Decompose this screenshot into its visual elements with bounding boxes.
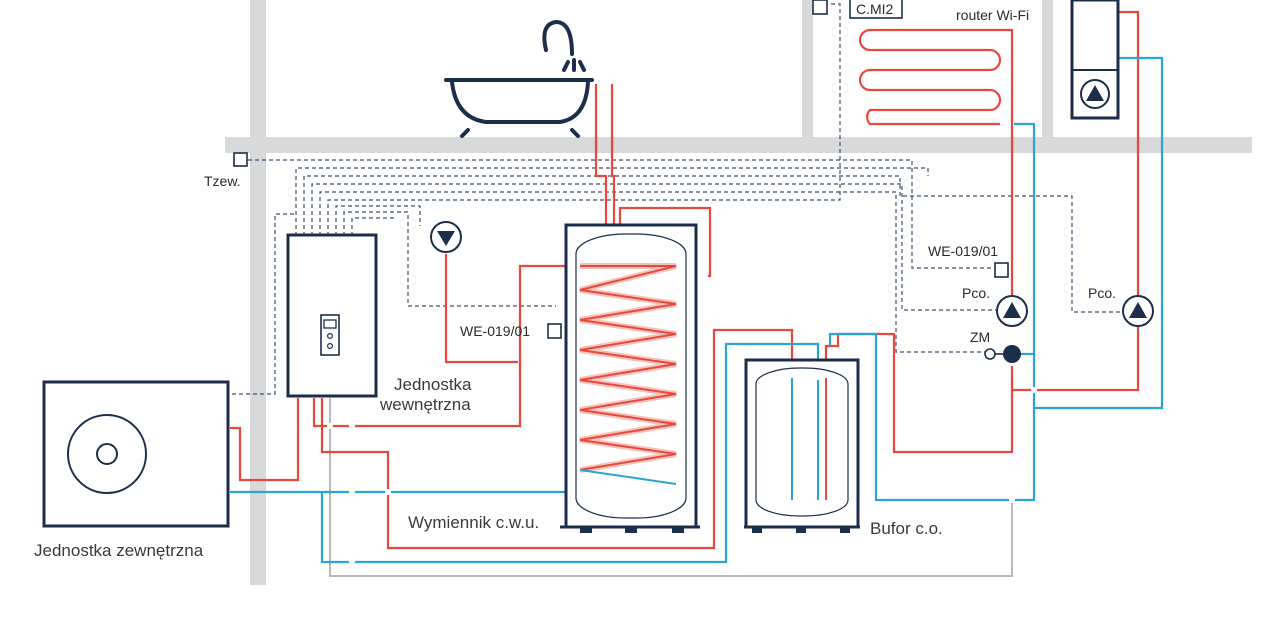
wall-left-vertical bbox=[250, 0, 266, 585]
room-temp-sensor-icon bbox=[994, 262, 1009, 278]
return-pipe-grey bbox=[329, 398, 1013, 577]
cmi2-connector-icon bbox=[812, 0, 828, 15]
dhw-exchanger-tank bbox=[560, 223, 700, 533]
indoor-unit-label-line1: Jednostka bbox=[394, 375, 472, 394]
buffer-tank bbox=[744, 358, 860, 533]
dhw-temp-sensor-icon bbox=[547, 323, 562, 339]
pump-left-label: Pco. bbox=[962, 285, 990, 301]
heating-pump-left-icon bbox=[996, 295, 1028, 327]
router-label: router Wi-Fi bbox=[956, 7, 1029, 23]
controller-panel-icon bbox=[320, 314, 340, 356]
pump-right-label: Pco. bbox=[1088, 285, 1116, 301]
cmi2-box bbox=[849, 0, 903, 19]
fan-icon bbox=[67, 414, 147, 494]
outdoor-unit-label: Jednostka zewnętrzna bbox=[34, 541, 204, 560]
bathtub-icon bbox=[444, 20, 594, 138]
dhw-sensor-label: WE-019/01 bbox=[460, 323, 530, 339]
indoor-unit bbox=[286, 233, 378, 398]
dhw-exchanger-label: Wymiennik c.w.u. bbox=[408, 513, 539, 532]
wall-mid-vertical bbox=[802, 0, 813, 140]
outdoor-unit bbox=[42, 380, 230, 528]
indoor-unit-label-line2: wewnętrzna bbox=[379, 395, 471, 414]
cmi2-label: C.MI2 bbox=[856, 1, 894, 17]
floor-slab bbox=[225, 137, 1252, 153]
pipe-crossovers bbox=[327, 387, 1037, 565]
building-walls bbox=[225, 0, 1252, 585]
heater-module bbox=[1070, 0, 1120, 120]
heating-pump-right-icon bbox=[1122, 295, 1154, 327]
buffer-label: Bufor c.o. bbox=[870, 519, 943, 538]
tzew-label: Tzew. bbox=[204, 173, 241, 189]
wall-right-vertical bbox=[1042, 0, 1053, 140]
room-sensor-label: WE-019/01 bbox=[928, 243, 998, 259]
zm-label: ZM bbox=[970, 329, 990, 345]
outdoor-temp-sensor-icon bbox=[233, 152, 248, 167]
outdoor-unit-casing bbox=[42, 380, 230, 528]
mixing-valve-icon bbox=[984, 345, 1021, 363]
dhw-pump-icon bbox=[430, 221, 462, 253]
control-wiring bbox=[232, 3, 1121, 395]
